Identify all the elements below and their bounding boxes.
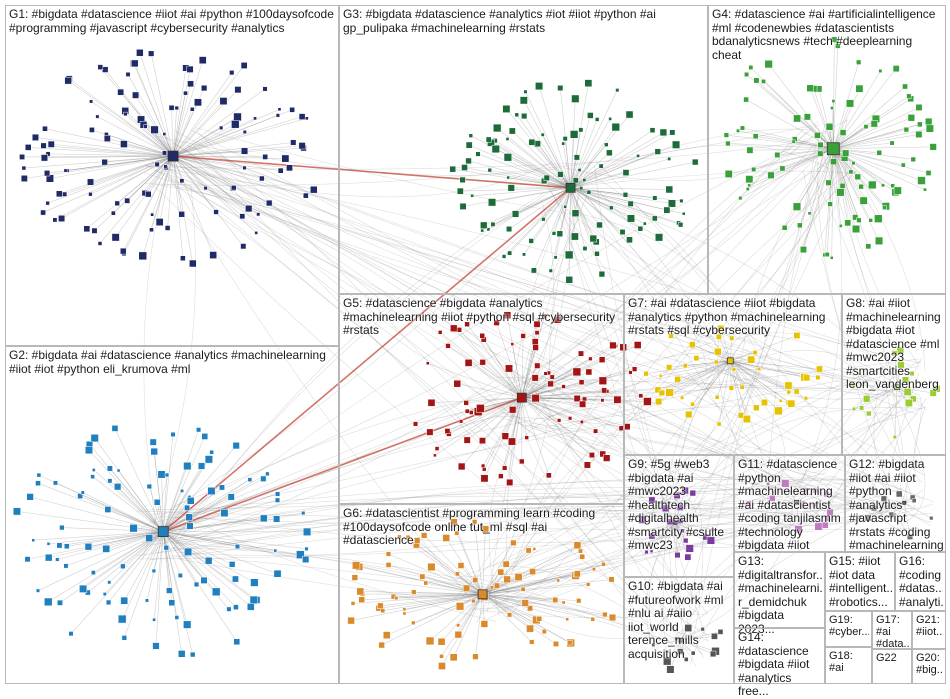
group-label-g3: G3: #bigdata #datascience #analytics #io… xyxy=(343,8,705,35)
group-label-g15: G15: #iiot #iot data #intelligent... #ro… xyxy=(829,555,892,609)
group-label-g4: G4: #datascience #ai #artificialintellig… xyxy=(712,8,943,62)
group-box-g15: G15: #iiot #iot data #intelligent... #ro… xyxy=(825,552,895,611)
group-box-g4: G4: #datascience #ai #artificialintellig… xyxy=(708,5,946,294)
group-label-g8: G8: #ai #iiot #machinelearning #bigdata … xyxy=(846,297,943,392)
group-label-g20: G20: #big... xyxy=(916,652,943,676)
group-label-g22: G22 xyxy=(876,652,909,664)
group-box-g21: G21: #iiot... xyxy=(912,611,946,649)
group-box-g5: G5: #datascience #bigdata #analytics #ma… xyxy=(339,294,624,504)
group-label-g7: G7: #ai #datascience #iiot #bigdata #ana… xyxy=(628,297,839,338)
group-box-g7: G7: #ai #datascience #iiot #bigdata #ana… xyxy=(624,294,842,455)
group-box-g22: G22 xyxy=(872,649,912,684)
group-label-g5: G5: #datascience #bigdata #analytics #ma… xyxy=(343,297,621,338)
group-box-g18: G18: #ai xyxy=(825,647,872,684)
group-label-g11: G11: #datascience #python #machinelearni… xyxy=(738,458,842,553)
group-label-g1: G1: #bigdata #datascience #iiot #ai #pyt… xyxy=(9,8,336,35)
group-label-g9: G9: #5g #web3 #bigdata #ai #mwc2023 #hea… xyxy=(628,458,731,553)
group-label-g14: G14: #datascience #bigdata #iiot #analyt… xyxy=(738,631,822,699)
group-box-g10: G10: #bigdata #ai #futureofwork #ml #nlu… xyxy=(624,577,734,684)
group-box-g2: G2: #bigdata #ai #datascience #analytics… xyxy=(5,346,339,684)
group-box-g9: G9: #5g #web3 #bigdata #ai #mwc2023 #hea… xyxy=(624,455,734,577)
group-box-g17: G17: #ai #data... xyxy=(872,611,912,649)
group-label-g21: G21: #iiot... xyxy=(916,614,943,638)
group-box-g16: G16: #coding #datas... #analyti... xyxy=(895,552,946,611)
group-box-g1: G1: #bigdata #datascience #iiot #ai #pyt… xyxy=(5,5,339,346)
group-label-g13: G13: #digitaltransfor... #machinelearni.… xyxy=(738,555,822,636)
group-label-g12: G12: #bigdata #iiot #ai #iiot #python #a… xyxy=(849,458,943,553)
group-box-g20: G20: #big... xyxy=(912,649,946,684)
group-box-g3: G3: #bigdata #datascience #analytics #io… xyxy=(339,5,708,294)
group-box-g11: G11: #datascience #python #machinelearni… xyxy=(734,455,845,552)
group-box-g6: G6: #datascientist #programming learn #c… xyxy=(339,504,624,684)
group-box-g8: G8: #ai #iiot #machinelearning #bigdata … xyxy=(842,294,946,455)
group-box-g13: G13: #digitaltransfor... #machinelearni.… xyxy=(734,552,825,628)
group-box-g14: G14: #datascience #bigdata #iiot #analyt… xyxy=(734,628,825,684)
group-label-g17: G17: #ai #data... xyxy=(876,614,909,650)
group-label-g19: G19: #cyber... xyxy=(829,614,869,638)
group-label-g6: G6: #datascientist #programming learn #c… xyxy=(343,507,621,548)
group-label-g10: G10: #bigdata #ai #futureofwork #ml #nlu… xyxy=(628,580,731,661)
group-label-g18: G18: #ai xyxy=(829,650,869,674)
group-label-g16: G16: #coding #datas... #analyti... xyxy=(899,555,943,609)
group-label-g2: G2: #bigdata #ai #datascience #analytics… xyxy=(9,349,336,376)
group-box-g12: G12: #bigdata #iiot #ai #iiot #python #a… xyxy=(845,455,946,552)
group-box-g19: G19: #cyber... xyxy=(825,611,872,647)
